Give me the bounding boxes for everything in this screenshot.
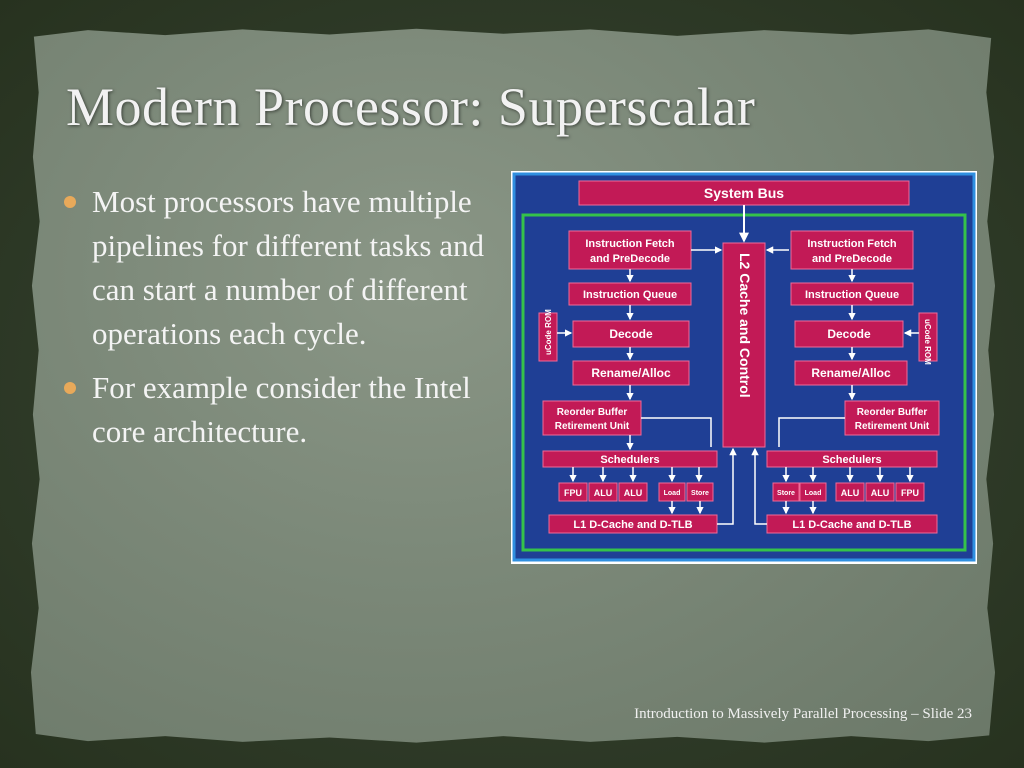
left-ucode-label: uCode ROM [544,309,553,355]
left-reorder-box [542,400,642,436]
left-unit-label: FPU [564,488,582,498]
right-ucode-box [918,312,938,362]
right-reorder-label2: Retirement Unit [855,421,930,432]
left-unit-box [558,482,588,502]
left-schedulers-box [542,450,718,468]
right-fetch-label1: Instruction Fetch [807,238,897,250]
right-unit-label: ALU [841,488,860,498]
bullet-text: For example consider the Intel core arch… [92,370,471,449]
left-queue-label: Instruction Queue [583,289,677,301]
bullet-list: Most processors have multiple pipelines … [62,180,502,464]
left-reorder-link [641,417,712,447]
left-unit-label: ALU [594,488,613,498]
left-unit-label: Store [691,490,709,497]
right-schedulers-box [766,450,938,468]
left-unit-label: ALU [624,488,643,498]
left-ucode-box [538,312,558,362]
bullet-dot-icon [64,382,76,394]
bullet-item: For example consider the Intel core arch… [62,366,502,454]
right-fetch-label2: and PreDecode [812,253,892,265]
l2-cache-box [722,242,766,448]
architecture-svg: System Bus L2 Cache and Control Instruct… [512,172,976,562]
right-rename-box [794,360,908,386]
right-fetch-box [790,230,914,270]
right-schedulers-label: Schedulers [822,454,881,466]
left-unit-label: Load [664,490,681,497]
bullet-item: Most processors have multiple pipelines … [62,180,502,356]
left-fetch-box [568,230,692,270]
left-l1-l2-link [717,447,737,525]
left-reorder-label2: Retirement Unit [555,421,630,432]
right-unit-box [835,482,865,502]
right-decode-label: Decode [827,327,871,341]
system-bus-label: System Bus [704,185,784,201]
right-reorder-label1: Reorder Buffer [857,407,928,418]
left-fetch-label1: Instruction Fetch [585,238,675,250]
right-queue-label: Instruction Queue [805,289,899,301]
left-decode-box [572,320,690,348]
right-rename-label: Rename/Alloc [811,366,891,380]
right-reorder-box [844,400,940,436]
left-decode-label: Decode [609,327,653,341]
l2-cache-label: L2 Cache and Control [737,253,753,398]
right-l1-label: L1 D-Cache and D-TLB [792,519,911,531]
right-l1-l2-link [751,447,767,525]
left-schedulers-label: Schedulers [600,454,659,466]
right-unit-box [895,482,925,502]
right-unit-label: Load [805,490,822,497]
slide-footer: Introduction to Massively Parallel Proce… [634,706,972,722]
right-reorder-link [778,417,845,447]
right-ucode-label: uCode ROM [923,319,932,365]
right-unit-label: Store [777,490,795,497]
bullet-dot-icon [64,196,76,208]
left-unit-box [588,482,618,502]
bullet-text: Most processors have multiple pipelines … [92,184,484,351]
right-decode-box [794,320,904,348]
left-rename-label: Rename/Alloc [591,366,671,380]
right-unit-label: ALU [871,488,890,498]
right-unit-label: FPU [901,488,919,498]
core-architecture-diagram: System Bus L2 Cache and Control Instruct… [511,171,977,564]
left-unit-box [618,482,648,502]
left-rename-box [572,360,690,386]
left-reorder-label1: Reorder Buffer [557,407,628,418]
right-unit-box [865,482,895,502]
slide-title: Modern Processor: Superscalar [66,77,756,137]
left-l1-label: L1 D-Cache and D-TLB [573,519,692,531]
system-bus-box [578,180,910,206]
left-fetch-label2: and PreDecode [590,253,670,265]
